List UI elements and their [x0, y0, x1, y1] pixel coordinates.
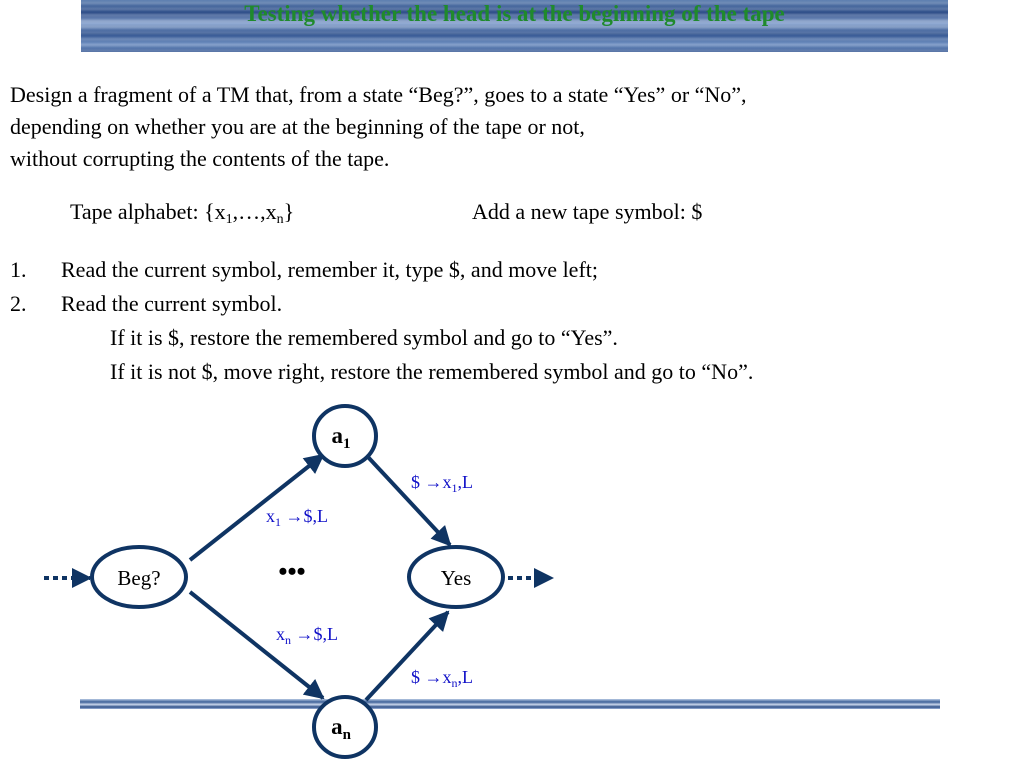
new-tape-symbol: Add a new tape symbol: $ — [472, 199, 703, 224]
state-a1-letter: a — [332, 423, 344, 448]
label-beg-an-sym: x — [276, 624, 285, 644]
label-beg-an: xn →$,L — [276, 624, 338, 647]
step-2a: If it is $, restore the remembered symbo… — [110, 325, 618, 350]
edge-beg-an — [188, 590, 325, 700]
state-an — [312, 695, 378, 759]
label-beg-a1-rest: →$,L — [281, 506, 328, 526]
statement-line-1: Design a fragment of a TM that, from a s… — [10, 82, 747, 107]
statement-line-2: depending on whether you are at the begi… — [10, 114, 585, 139]
label-a1-yes-sub: 1 — [452, 481, 458, 495]
step-1-text: Read the current symbol, remember it, ty… — [61, 257, 599, 282]
label-an-yes-sub: n — [452, 676, 458, 690]
title-banner: Testing whether the head is at the begin… — [81, 0, 948, 52]
state-a1 — [312, 404, 378, 468]
label-a1-yes: $ →x1,L — [411, 472, 473, 495]
edge-an-yes — [364, 610, 450, 702]
alphabet-sub-1: 1 — [225, 212, 233, 227]
algorithm-steps: 1. Read the current symbol, remember it, … — [10, 253, 753, 389]
label-a1-yes-rest: ,L — [458, 472, 474, 492]
state-yes-label: Yes — [441, 566, 472, 590]
step-2: 2. Read the current symbol. — [10, 287, 753, 321]
label-beg-an-sub: n — [285, 633, 291, 647]
problem-statement: Design a fragment of a TM that, from a s… — [10, 78, 1010, 176]
step-1: 1. Read the current symbol, remember it, … — [10, 253, 753, 287]
state-an-letter: a — [331, 714, 343, 739]
edge-beg-a1 — [188, 453, 325, 562]
step-2b: If it is not $, move right, restore the … — [110, 359, 754, 384]
state-a1-sub: 1 — [343, 436, 351, 452]
label-an-yes: $ →xn,L — [411, 667, 473, 690]
alphabet-suffix: } — [283, 199, 295, 224]
alphabet-prefix: Tape alphabet: {x — [70, 199, 226, 224]
step-1-number: 1. — [10, 257, 27, 282]
alphabet-sub-n: n — [276, 212, 284, 227]
state-beg-label: Beg? — [117, 566, 160, 590]
state-an-label: an — [331, 714, 352, 743]
tape-alphabet: Tape alphabet: {x1,…,xn} — [70, 196, 294, 228]
slide-title: Testing whether the head is at the begin… — [244, 1, 785, 26]
step-2-number: 2. — [10, 291, 27, 316]
ellipsis-dots: ••• — [278, 557, 305, 586]
step-2-text: Read the current symbol. — [61, 291, 283, 316]
state-a1-label: a1 — [332, 423, 351, 452]
label-an-yes-rest: ,L — [458, 667, 474, 687]
state-an-sub: n — [343, 727, 352, 743]
label-beg-a1: x1 →$,L — [266, 506, 328, 529]
label-a1-yes-pre: $ →x — [411, 472, 452, 492]
state-yes — [407, 545, 505, 609]
label-an-yes-pre: $ →x — [411, 667, 452, 687]
state-beg — [90, 545, 188, 609]
label-beg-a1-sym: x — [266, 506, 275, 526]
alphabet-mid: ,…,x — [232, 199, 277, 224]
statement-line-3: without corrupting the contents of the t… — [10, 146, 390, 171]
edge-a1-yes — [366, 455, 452, 547]
label-beg-a1-sub: 1 — [275, 515, 281, 529]
label-beg-an-rest: →$,L — [291, 624, 338, 644]
bottom-decor-bar — [80, 699, 940, 709]
